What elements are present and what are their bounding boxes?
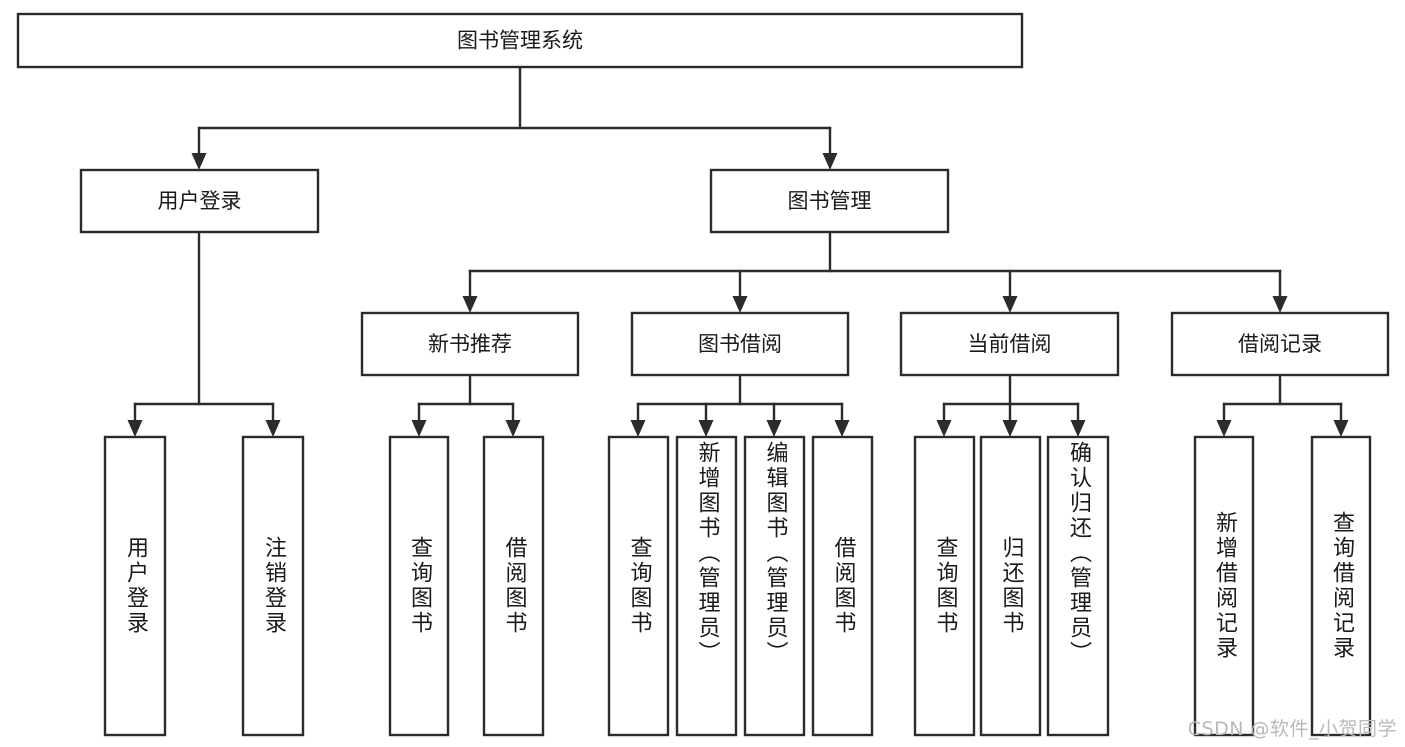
arrow-head-icon — [1272, 296, 1288, 313]
arrow-head-icon — [834, 420, 850, 437]
arrow-head-icon — [411, 420, 427, 437]
node-box-leaf-4 — [607, 435, 670, 737]
node-box-leaf-5 — [675, 435, 738, 737]
node-label-root: 图书管理系统 — [457, 29, 583, 53]
arrow-head-icon — [698, 420, 714, 437]
node-box-leaf-10 — [1046, 435, 1110, 737]
node-box-level3-3 — [1170, 311, 1390, 377]
arrow-head-icon — [766, 420, 782, 437]
node-box-level3-2 — [899, 311, 1120, 377]
node-box-level3-1 — [630, 311, 850, 377]
arrow-head-icon — [191, 153, 207, 170]
node-box-leaf-3 — [482, 435, 545, 737]
node-label-level3-0: 新书推荐 — [428, 332, 512, 356]
node-box-leaf-12 — [1310, 435, 1372, 737]
arrow-head-icon — [1070, 420, 1086, 437]
arrow-head-icon — [822, 153, 838, 170]
node-box-leaf-9 — [979, 435, 1042, 737]
arrow-head-icon — [732, 296, 748, 313]
arrow-head-icon — [265, 420, 281, 437]
arrow-head-icon — [505, 420, 521, 437]
node-label-level3-1: 图书借阅 — [698, 332, 782, 356]
node-box-level2-1 — [709, 168, 950, 234]
node-box-leaf-6 — [743, 435, 806, 737]
node-label-level2-1: 图书管理 — [788, 189, 872, 213]
node-box-root — [16, 12, 1024, 69]
arrow-head-icon — [462, 296, 478, 313]
node-label-level3-2: 当前借阅 — [968, 332, 1052, 356]
arrow-head-icon — [936, 420, 952, 437]
arrow-head-icon — [630, 420, 646, 437]
arrow-head-icon — [1216, 420, 1232, 437]
node-box-leaf-2 — [388, 435, 450, 737]
boxes-layer — [16, 12, 1390, 737]
arrow-head-icon — [1002, 420, 1018, 437]
node-box-leaf-8 — [913, 435, 976, 737]
connectors-layer — [127, 65, 1349, 437]
node-label-level3-3: 借阅记录 — [1238, 332, 1322, 356]
node-label-level2-0: 用户登录 — [158, 189, 242, 213]
node-box-level3-0 — [360, 311, 580, 377]
node-box-level2-0 — [79, 168, 320, 234]
node-box-leaf-7 — [811, 435, 874, 737]
node-box-leaf-1 — [241, 435, 305, 737]
arrow-head-icon — [127, 420, 143, 437]
watermark-text: CSDN @软件_小贺同学 — [1187, 718, 1397, 740]
node-box-leaf-11 — [1193, 435, 1255, 737]
arrow-head-icon — [1002, 296, 1018, 313]
arrow-head-icon — [1333, 420, 1349, 437]
node-box-leaf-0 — [103, 435, 167, 737]
